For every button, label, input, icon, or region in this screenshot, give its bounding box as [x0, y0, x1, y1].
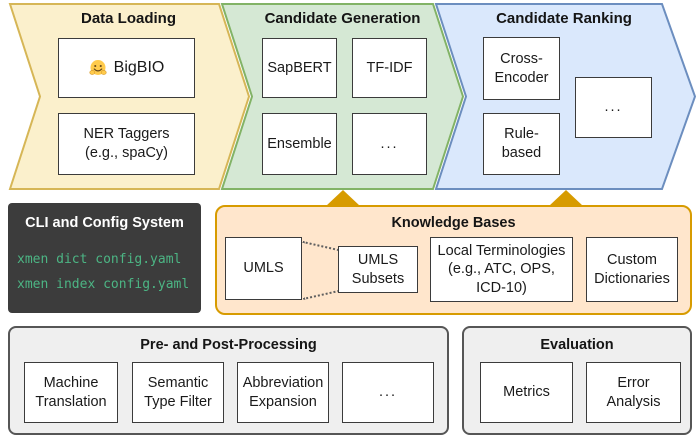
connector-triangle-candidate-ranking [549, 190, 583, 206]
semantic-type-filter-node: Semantic Type Filter [132, 362, 224, 423]
knowledge-bases-title: Knowledge Bases [391, 215, 516, 231]
cli-config-title: CLI and Config System [25, 215, 184, 231]
metrics-node: Metrics [480, 362, 573, 423]
stage-title-candidate-ranking: Candidate Ranking [496, 10, 632, 27]
rule-based-node: Rule- based [483, 113, 560, 175]
local-terminologies-node: Local Terminologies (e.g., ATC, OPS, ICD… [430, 237, 573, 302]
custom-dictionaries-node: Custom Dictionaries [586, 237, 678, 302]
connector-triangle-candidate-generation [326, 190, 360, 206]
candidate-ranking-more-node: ... [575, 77, 652, 138]
umls-node: UMLS [225, 237, 302, 300]
preprocessing-more-node: ... [342, 362, 434, 423]
abbreviation-expansion-node: Abbreviation Expansion [237, 362, 329, 423]
pre-post-processing-title: Pre- and Post-Processing [140, 337, 317, 353]
hugging-face-emoji-icon [89, 60, 107, 75]
stage-title-data-loading: Data Loading [80, 10, 176, 27]
error-analysis-node: Error Analysis [586, 362, 681, 423]
evaluation-title: Evaluation [540, 337, 614, 353]
candidate-ranking-chevron-shape [434, 3, 697, 190]
ensemble-node: Ensemble [262, 113, 337, 175]
cli-command-dict: xmen dict config.yaml [17, 252, 182, 267]
umls-subsets-node: UMLS Subsets [338, 246, 418, 293]
cli-config-panel: CLI and Config System xmen dict config.y… [8, 203, 201, 313]
bigbio-node: BigBIO [58, 38, 195, 98]
tfidf-node: TF-IDF [352, 38, 427, 98]
machine-translation-node: Machine Translation [24, 362, 118, 423]
stage-title-candidate-generation: Candidate Generation [264, 10, 421, 27]
ner-taggers-node: NER Taggers (e.g., spaCy) [58, 113, 195, 175]
candidate-generation-more-node: ... [352, 113, 427, 175]
cli-command-index: xmen index config.yaml [17, 277, 190, 292]
sapbert-node: SapBERT [262, 38, 337, 98]
bigbio-label: BigBIO [113, 58, 165, 76]
cross-encoder-node: Cross- Encoder [483, 37, 560, 100]
